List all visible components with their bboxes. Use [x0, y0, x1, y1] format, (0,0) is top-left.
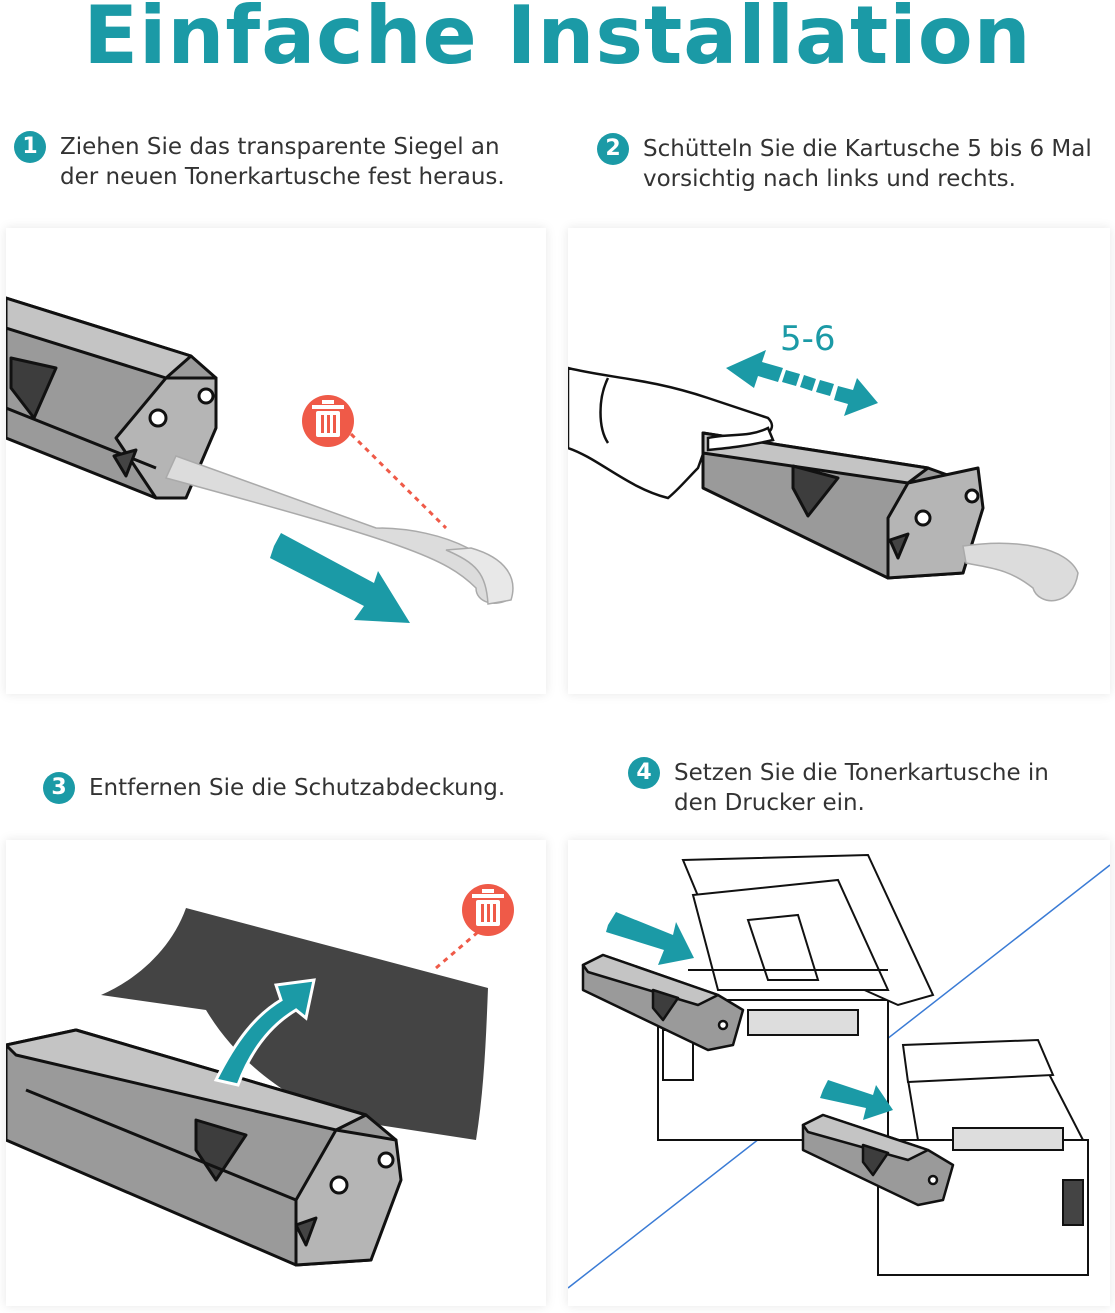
step-2-caption: 2 Schütteln Sie die Kartusche 5 bis 6 Ma… [597, 133, 1092, 194]
step-1-text: Ziehen Sie das transparente Siegel an de… [60, 134, 505, 190]
removal-direction-arrow [213, 978, 316, 1087]
toner-cartridge-illustration [581, 953, 745, 1052]
step-3-number-badge: 3 [43, 772, 75, 804]
toner-cartridge-illustration [801, 1113, 955, 1207]
toner-cartridge-illustration [701, 431, 985, 580]
toner-cartridge-illustration [6, 1028, 403, 1267]
shake-direction-arrow [726, 350, 878, 416]
step-4-illustration [568, 840, 1110, 1306]
shake-count-label: 5-6 [780, 319, 836, 359]
step-3-illustration [6, 840, 546, 1306]
step-3-text: Entfernen Sie die Schutzabdeckung. [89, 775, 506, 801]
step-1-number-badge: 1 [14, 131, 46, 163]
step-1-illustration [6, 228, 546, 694]
step-1-caption: 1 Ziehen Sie das transparente Siegel an … [14, 131, 505, 192]
trash-icon [302, 395, 354, 447]
pull-direction-arrow [270, 533, 410, 623]
page-title: Einfache Installation [83, 0, 1032, 82]
step-2-illustration: 5-6 [568, 228, 1110, 694]
step-2-text: Schütteln Sie die Kartusche 5 bis 6 Mal … [643, 136, 1092, 192]
step-4-caption: 4 Setzen Sie die Tonerkartusche in den D… [628, 757, 1049, 818]
step-2-number-badge: 2 [597, 133, 629, 165]
step-4-number-badge: 4 [628, 757, 660, 789]
protective-cover [101, 908, 488, 1140]
step-3-caption: 3 Entfernen Sie die Schutzabdeckung. [43, 772, 506, 804]
printer-illustration [657, 853, 935, 1141]
trash-icon [462, 884, 514, 936]
insert-direction-arrow [606, 912, 694, 965]
seal-strip [164, 455, 512, 604]
seal-strip [962, 542, 1079, 602]
insert-direction-arrow [820, 1080, 893, 1120]
step-4-text: Setzen Sie die Tonerkartusche in den Dru… [674, 760, 1049, 816]
